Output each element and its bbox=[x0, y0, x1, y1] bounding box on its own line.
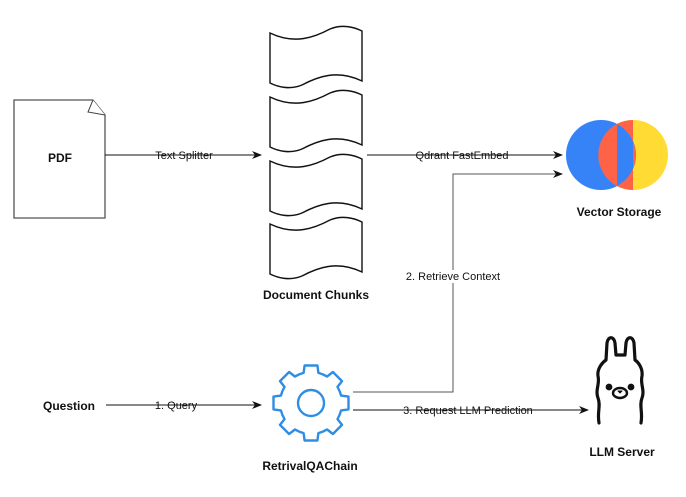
vector-storage-label: Vector Storage bbox=[577, 205, 662, 219]
document-chunk-icon bbox=[269, 216, 363, 280]
vector-overlap-red bbox=[617, 120, 636, 190]
gear-icon bbox=[272, 364, 350, 442]
chain-node[interactable]: RetrivalQAChain bbox=[262, 364, 358, 474]
edge-label-qdrant-fastembed: Qdrant FastEmbed bbox=[416, 150, 509, 162]
chunks-label: Document Chunks bbox=[263, 288, 369, 302]
pdf-label: PDF bbox=[48, 151, 72, 165]
llama-icon bbox=[595, 336, 645, 425]
edge-label-text-splitter: Text Splitter bbox=[155, 150, 213, 162]
document-chunk-icon bbox=[269, 25, 363, 89]
edge-request-llm-prediction[interactable]: 3. Request LLM Prediction bbox=[353, 405, 589, 417]
chunks-node[interactable]: Document Chunks bbox=[263, 25, 369, 302]
edge-label-query: 1. Query bbox=[155, 400, 198, 412]
document-chunk-icon bbox=[269, 153, 363, 217]
vector-storage-node[interactable]: Vector Storage bbox=[566, 120, 668, 219]
edge-retrieve-context[interactable]: 2. Retrieve Context bbox=[353, 170, 563, 393]
pdf-node[interactable]: PDF bbox=[13, 99, 106, 219]
llm-server-label: LLM Server bbox=[589, 445, 655, 459]
llm-server-node[interactable]: LLM Server bbox=[589, 336, 655, 459]
edge-text-splitter[interactable]: Text Splitter bbox=[105, 150, 262, 162]
document-icon bbox=[13, 99, 106, 219]
edge-label-request-llm-prediction: 3. Request LLM Prediction bbox=[403, 405, 533, 417]
document-chunk-icon bbox=[269, 89, 363, 153]
vector-storage-icon bbox=[566, 120, 668, 190]
edge-query[interactable]: 1. Query bbox=[106, 400, 262, 412]
page-fold-icon bbox=[87, 99, 106, 116]
question-label[interactable]: Question bbox=[43, 399, 95, 413]
vector-overlap-red-left bbox=[598, 124, 617, 186]
chain-label: RetrivalQAChain bbox=[262, 459, 357, 473]
edge-qdrant-fastembed[interactable]: Qdrant FastEmbed bbox=[367, 150, 563, 162]
edge-label-retrieve-context: 2. Retrieve Context bbox=[406, 271, 500, 283]
gear-hub bbox=[296, 388, 326, 418]
